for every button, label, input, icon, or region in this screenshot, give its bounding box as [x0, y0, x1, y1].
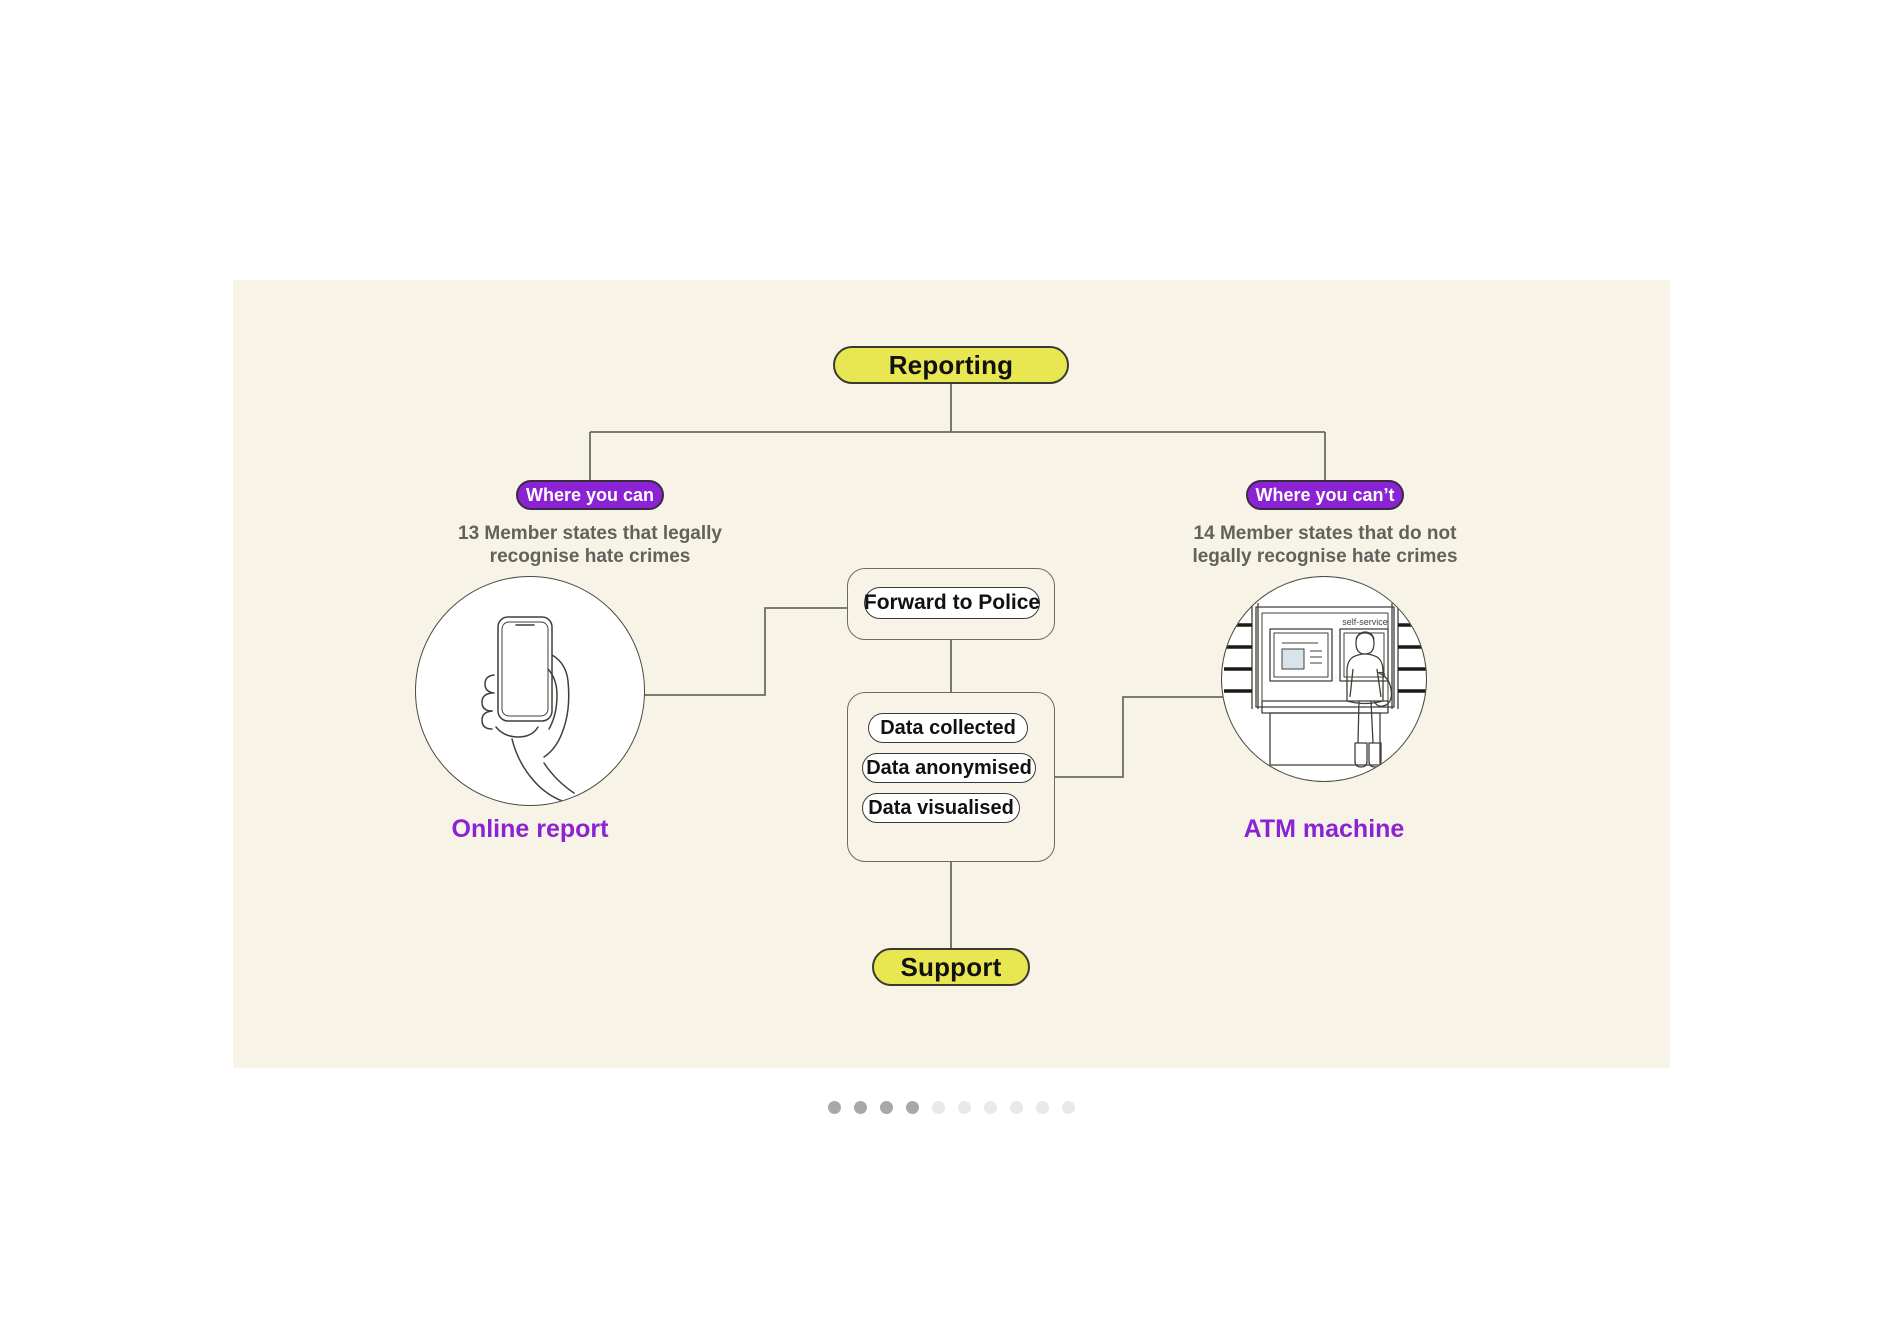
group-data-pipeline: Data collected Data anonymised Data visu… — [847, 692, 1055, 862]
pagination-dot[interactable] — [1036, 1100, 1049, 1114]
diagram-canvas: Reporting Where you can 13 Member states… — [233, 280, 1670, 1068]
group-forward-to-police: Forward to Police — [847, 568, 1055, 640]
badge-where-you-cant-label: Where you can’t — [1255, 484, 1395, 505]
badge-where-you-can-label: Where you can — [525, 484, 655, 505]
caption-right-line1: 14 Member states that do not — [1193, 523, 1457, 544]
node-data-visualised[interactable]: Data visualised — [862, 793, 1020, 823]
pagination-dot[interactable] — [880, 1100, 893, 1114]
node-support[interactable]: Support — [872, 948, 1030, 986]
caption-right: 14 Member states that do not legally rec… — [1180, 522, 1470, 568]
badge-where-you-cant[interactable]: Where you can’t — [1246, 480, 1404, 510]
pagination-dots[interactable] — [233, 1095, 1670, 1119]
badge-where-you-can[interactable]: Where you can — [516, 480, 664, 510]
connector-lines — [571, 380, 1326, 952]
illustration-online-report[interactable] — [415, 576, 645, 806]
pagination-dot[interactable] — [828, 1100, 841, 1114]
node-reporting-label: Reporting — [888, 349, 1014, 380]
woman-at-atm-icon: self-service — [1224, 603, 1426, 768]
node-support-label: Support — [900, 951, 1002, 982]
illustration-atm-machine[interactable]: self-service — [1221, 576, 1427, 782]
node-data-collected[interactable]: Data collected — [868, 713, 1028, 743]
caption-left: 13 Member states that legally recognise … — [445, 522, 735, 568]
node-reporting[interactable]: Reporting — [833, 346, 1069, 384]
pagination-dot[interactable] — [906, 1100, 919, 1114]
node-data-visualised-label: Data visualised — [868, 796, 1014, 819]
pagination-dot[interactable] — [1062, 1100, 1075, 1114]
caption-left-line1: 13 Member states that legally — [458, 523, 722, 544]
pagination-dot[interactable] — [958, 1100, 971, 1114]
node-data-anonymised-label: Data anonymised — [866, 756, 1032, 779]
hand-holding-phone-icon — [481, 616, 575, 804]
node-forward-to-police[interactable]: Forward to Police — [864, 587, 1040, 619]
pagination-dot[interactable] — [854, 1100, 867, 1114]
node-data-collected-label: Data collected — [880, 716, 1016, 739]
caption-right-line2: legally recognise hate crimes — [1192, 546, 1458, 568]
caption-left-line2: recognise hate crimes — [489, 546, 691, 568]
node-data-anonymised[interactable]: Data anonymised — [862, 753, 1036, 783]
pagination-dot[interactable] — [932, 1100, 945, 1114]
pagination-dot[interactable] — [1010, 1100, 1023, 1114]
pagination-dot[interactable] — [984, 1100, 997, 1114]
illustration-atm-machine-label: ATM machine — [1243, 815, 1405, 843]
atm-self-service-text: self-service — [1342, 617, 1388, 627]
illustration-online-report-label: Online report — [451, 815, 609, 843]
node-forward-to-police-label: Forward to Police — [863, 591, 1041, 614]
